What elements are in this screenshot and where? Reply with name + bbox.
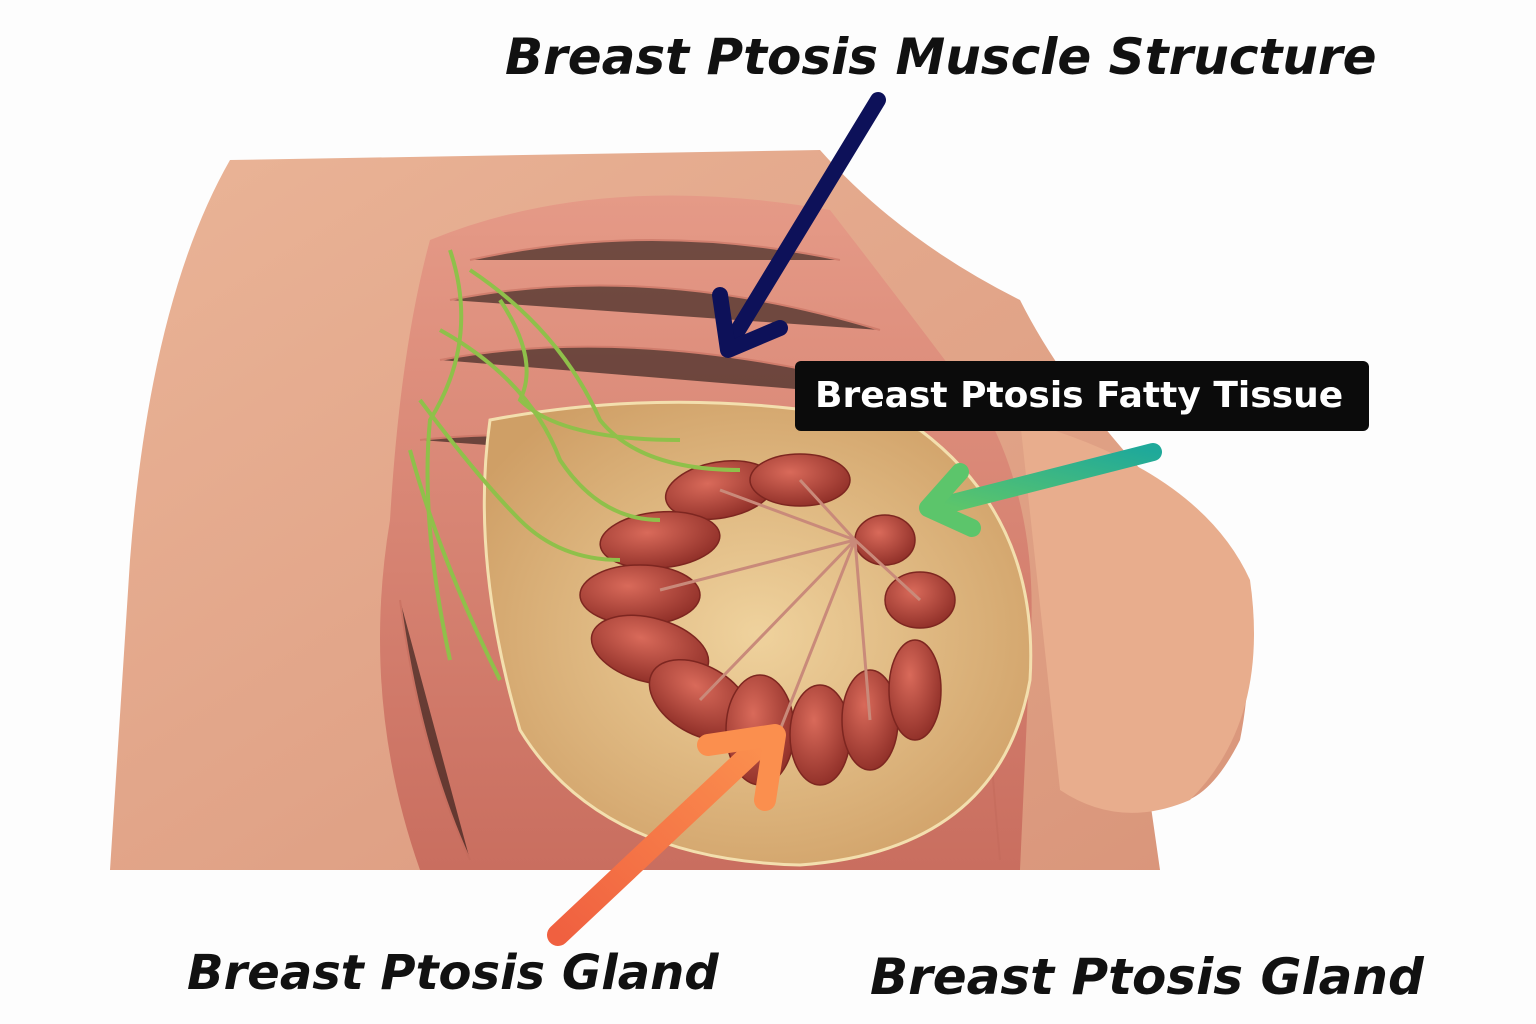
lymph-vessels — [408, 249, 741, 681]
muscle-structure-label: Breast Ptosis Muscle Structure — [505, 28, 1377, 86]
fatty-tissue-arrow — [919, 443, 1162, 537]
gland-arrow — [547, 724, 786, 946]
right-breast — [1020, 420, 1254, 813]
gland-label-left: Breast Ptosis Gland — [187, 945, 719, 1001]
gland-label-right: Breast Ptosis Gland — [870, 948, 1424, 1006]
milk-ducts — [659, 478, 922, 731]
mammary-gland-lobes — [579, 453, 956, 786]
muscle-arrow — [712, 92, 886, 358]
fatty-tissue-label: Breast Ptosis Fatty Tissue — [795, 361, 1370, 431]
